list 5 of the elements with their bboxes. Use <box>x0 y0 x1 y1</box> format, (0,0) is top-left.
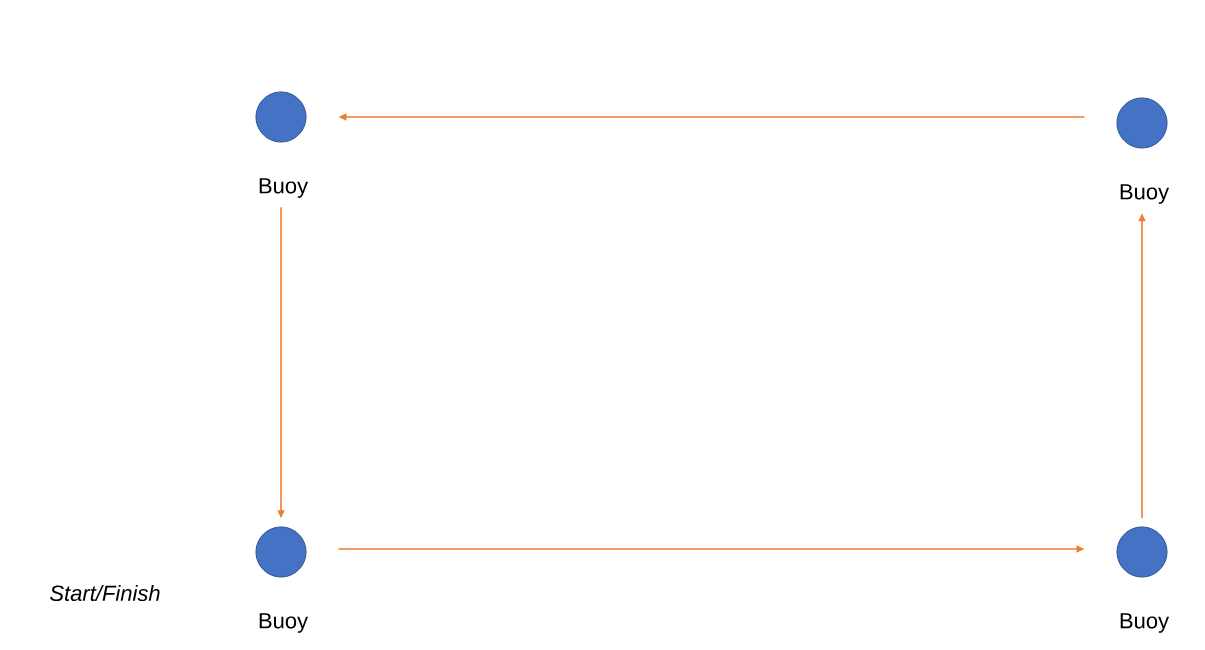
start-finish-label: Start/Finish <box>50 584 160 602</box>
buoy-label: Buoy <box>1120 184 1170 204</box>
buoy-label: Buoy <box>1120 613 1170 633</box>
buoy-label: Buoy <box>259 178 309 198</box>
buoy-label: Buoy <box>259 613 309 633</box>
